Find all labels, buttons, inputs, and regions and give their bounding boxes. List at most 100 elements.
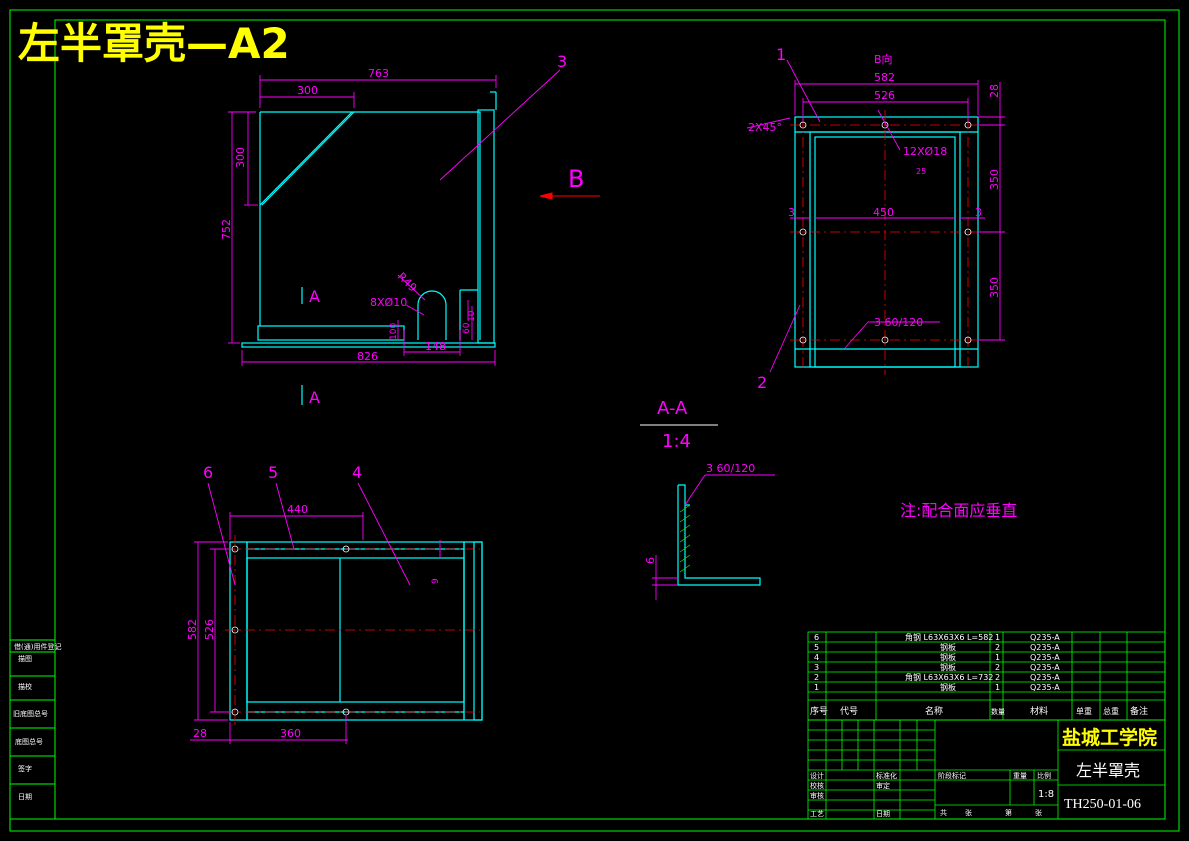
top-dim-526: 526 [203,619,216,640]
side-dim-582: 582 [874,71,895,84]
side-dim-3-right: 3 [975,206,982,219]
side-label-1: 1 [776,45,786,64]
bom-row-4-name: 角钢 L63X63X6 L=732 [905,672,993,682]
left-strip-labels: 借(通)用件登记 描图 描校 旧底图总号 底图总号 签字 日期 [13,642,61,801]
bom-row-5-no: 1 [814,683,819,692]
bom-row-0-qty: 1 [995,633,1000,642]
bom-header-2: 名称 [925,705,943,717]
top-dim-28: 28 [193,727,207,740]
tb-part-name: 左半罩壳 [1076,761,1140,780]
bom-row-5-mat: Q235-A [1030,683,1060,692]
bom-row-0-name: 角钢 L63X63X6 L=582 [905,632,993,642]
bom-header-5: 单重 [1076,706,1092,716]
tb-left-0: 设计 [810,771,824,780]
bom-row-3-mat: Q235-A [1030,663,1060,672]
section-dim-6: 6 [644,557,657,564]
note: 注:配合面应垂直 [900,501,1017,520]
side-view-title: B向 [874,52,893,66]
side-dim-350-b: 350 [988,277,1001,298]
side-hole-sub: 25 [916,167,926,176]
dim-763: 763 [368,67,389,80]
section-aa-title: A-A [657,398,688,419]
bom-row-3-no: 3 [814,663,819,672]
dim-752: 752 [220,219,233,240]
tb-left-2: 审核 [810,791,824,800]
strip-label-4: 底图总号 [15,737,43,746]
bom-header-7: 备注 [1130,705,1148,717]
bom-row-5-name: 钢板 [940,682,956,692]
dim-300-left: 300 [234,147,247,168]
side-holes: 12XØ18 [903,145,947,158]
top-dim-9: 9 [431,578,441,584]
side-dim-350-a: 350 [988,169,1001,190]
tb-sheet-3: 张 [1035,808,1042,817]
bom-row-1-no: 5 [814,643,819,652]
strip-label-3: 旧底图总号 [13,709,48,718]
bom-row-0-no: 6 [814,633,819,642]
tb-sheet-1: 张 [965,808,972,817]
bom-header-1: 代号 [840,706,858,717]
side-label-2: 2 [757,373,767,392]
section-weld: 3 60/120 [706,462,755,475]
strip-label-6: 日期 [18,793,32,801]
tb-stage-2: 比例 [1037,771,1051,780]
tb-mid-2: 日期 [876,810,890,818]
tb-left-1: 校核 [810,781,824,790]
top-label-6: 6 [203,463,213,482]
side-dim-3-left: 3 [788,206,795,219]
top-label-5: 5 [268,463,278,482]
bom-row-2-mat: Q235-A [1030,653,1060,662]
bom-header-6: 总重 [1103,706,1119,716]
strip-label-5: 签字 [18,764,32,773]
section-aa-scale: 1:4 [662,431,691,452]
tb-school: 盐城工学院 [1062,726,1157,749]
left-strip-table [9,639,56,820]
bom-row-5-qty: 1 [995,683,1000,692]
side-weld: 3 60/120 [874,316,923,329]
bom-row-2-qty: 1 [995,653,1000,662]
bom-header: 序号 代号 名称 数量 材料 单重 总重 备注 [810,705,1148,717]
tb-stage-0: 阶段标记 [938,771,966,780]
dim-300-top: 300 [297,84,318,97]
tb-sheet-2: 第 [1005,808,1012,817]
view-arrow-b: B [568,165,584,193]
top-dim-440: 440 [287,503,308,516]
tb-left-3: 工艺 [810,810,824,818]
side-dim-450: 450 [873,206,894,219]
bom-row-2-name: 钢板 [940,652,956,662]
bom-row-4-qty: 2 [995,673,1000,682]
tb-mid-0: 标准化 [876,771,897,780]
front-view: 763 300 300 752 826 148 R49 8XØ10 100 60… [220,52,600,407]
drawing-title: 左半罩壳—A2 [18,19,290,68]
side-view: B向 582 526 450 28 350 350 2X45° 12XØ18 2… [746,45,1005,392]
tb-scale: 1:8 [1038,789,1054,800]
label-3: 3 [557,52,567,71]
top-dim-360: 360 [280,727,301,740]
tb-drawing-no: TH250-01-06 [1064,797,1141,812]
side-dim-28: 28 [988,84,1001,98]
bom-row-1-mat: Q235-A [1030,643,1060,652]
bom-header-0: 序号 [810,705,828,717]
strip-label-0: 借(通)用件登记 [14,642,61,651]
strip-label-1: 描图 [18,654,32,663]
tb-sheet-0: 共 [940,808,947,817]
dim-148: 148 [425,340,446,353]
bom-header-3: 数量 [991,707,1005,716]
bom-row-4-no: 2 [814,673,819,682]
dim-60: 60 [462,322,472,334]
bom-row-3-name: 钢板 [940,662,956,672]
dim-holes: 8XØ10 [370,296,407,309]
top-view: 440 582 526 28 360 9 6 5 4 [186,463,483,744]
strip-label-2: 描校 [18,682,32,691]
title-block-labels: 设计 校核 审核 工艺 标准化 审定 日期 阶段标记 重量 比例 共 张 第 张… [810,771,1054,818]
bom-header-4: 材料 [1030,705,1048,717]
section-aa: A-A 1:4 3 60/120 6 [640,398,775,600]
bom-rows: 6 角钢 L63X63X6 L=582 1 Q235-A 5 钢板 2 Q235… [814,632,1060,692]
top-label-4: 4 [352,463,362,482]
top-dim-582: 582 [186,619,199,640]
dim-10: 10 [467,310,477,322]
bom-row-4-mat: Q235-A [1030,673,1060,682]
title-block [807,719,1166,820]
